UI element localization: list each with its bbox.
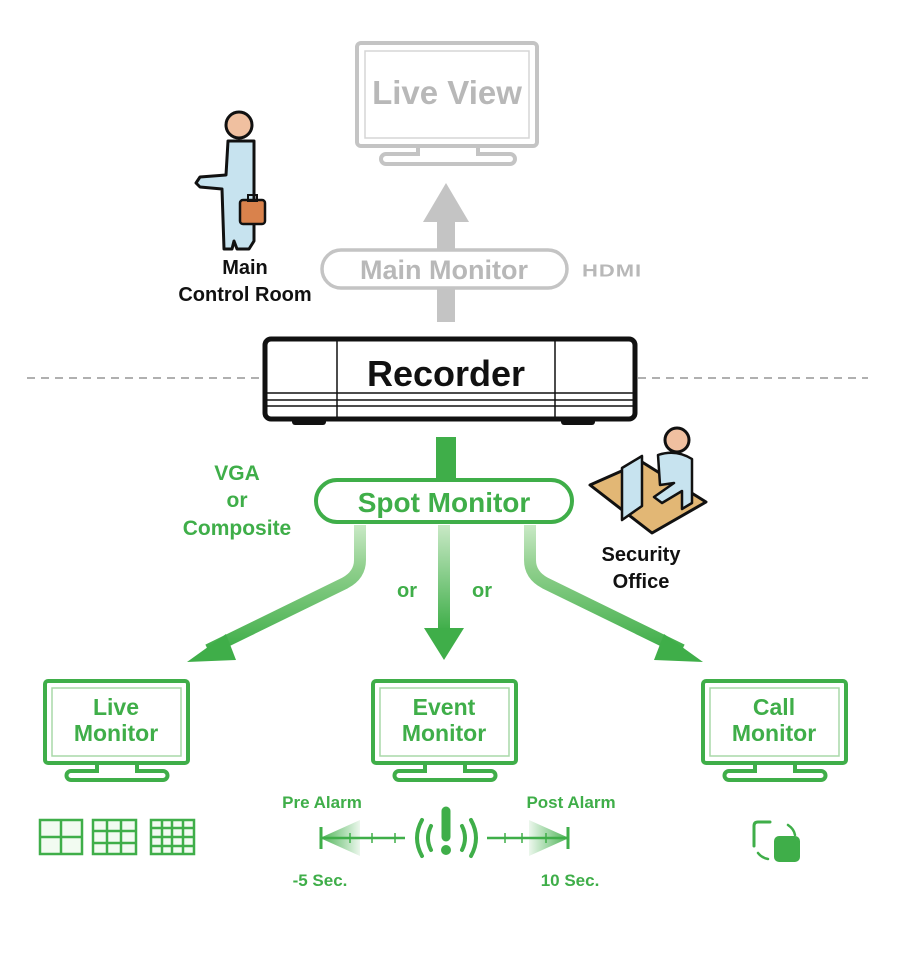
branch-arrow-right (524, 525, 703, 662)
security-office-label-1: Security (602, 544, 682, 566)
pre-alarm-label: Pre Alarm (282, 793, 362, 812)
layout-4x4-icon (149, 818, 196, 856)
sequence-switch-icon (752, 820, 800, 862)
security-office-label-2: Office (613, 571, 670, 593)
recorder-label: Recorder (367, 353, 525, 394)
connection-label-2: or (227, 489, 248, 512)
live-monitor-label-2: Monitor (74, 720, 158, 746)
call-monitor-label-1: Call (753, 694, 795, 720)
live-monitor-label-1: Live (93, 694, 139, 720)
call-monitor-label-2: Monitor (732, 720, 816, 746)
live-view-label: Live View (372, 74, 522, 111)
layout-2x2-icon (38, 818, 84, 856)
spot-connector (436, 437, 456, 483)
event-monitor: Event Monitor (371, 679, 518, 782)
main-monitor-pill: Main Monitor (320, 248, 569, 290)
layout-3x3-icon (91, 818, 138, 856)
branch-arrow-left (187, 525, 366, 662)
event-monitor-label-1: Event (413, 694, 476, 720)
businessman-icon (194, 110, 267, 251)
call-monitor: Call Monitor (701, 679, 848, 782)
spot-monitor-pill: Spot Monitor (314, 478, 574, 524)
main-control-room-label-2: Control Room (178, 284, 311, 306)
alarm-icon (415, 806, 478, 858)
or-label-left: or (397, 580, 417, 602)
post-alarm-label: Post Alarm (526, 793, 615, 812)
live-view-monitor: Live View (355, 41, 539, 166)
pre-alarm-value: -5 Sec. (293, 871, 348, 890)
main-monitor-label: Main Monitor (360, 255, 528, 285)
event-monitor-label-2: Monitor (402, 720, 486, 746)
or-label-right: or (472, 580, 492, 602)
post-alarm-value: 10 Sec. (541, 871, 600, 890)
security-office-icon (588, 426, 708, 535)
branch-arrow-middle (424, 525, 464, 660)
post-alarm-arrow (487, 820, 570, 856)
live-monitor: Live Monitor (43, 679, 190, 782)
pre-alarm-arrow (319, 820, 405, 856)
recorder-device: Recorder (262, 336, 638, 425)
connection-label-3: Composite (183, 517, 292, 540)
hdmi-logo: HDMI (582, 261, 642, 280)
connection-label-1: VGA (214, 462, 260, 485)
spot-monitor-label: Spot Monitor (358, 487, 531, 518)
main-control-room-label-1: Main (222, 257, 268, 279)
